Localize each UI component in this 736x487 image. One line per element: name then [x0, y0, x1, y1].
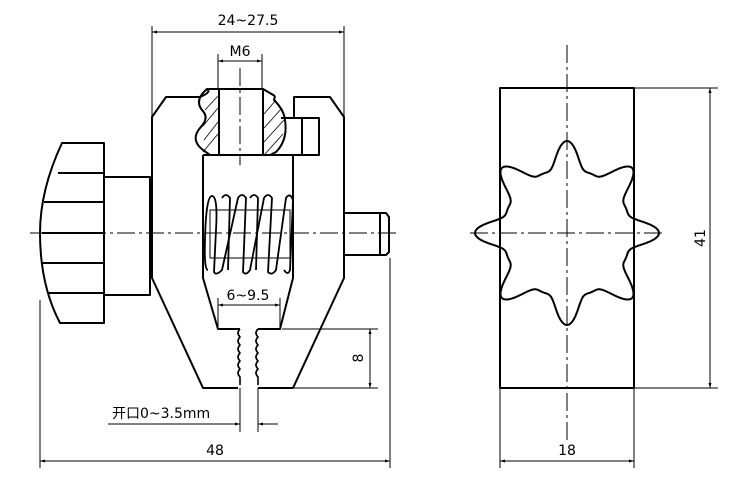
side-view: 41 18	[470, 45, 718, 468]
dim-jaw-width: 6~9.5	[227, 288, 270, 304]
knob-shaft	[104, 176, 151, 296]
dim-total-length: 48	[206, 443, 224, 459]
front-view: 24~27.5 M6 6~9.5 8 开口0~3.5mm 48	[30, 13, 400, 468]
dim-thread: M6	[230, 44, 251, 60]
bolt-end	[344, 212, 390, 256]
dim-width: 18	[558, 443, 576, 459]
dim-jaw-depth: 8	[351, 354, 367, 363]
nut-hatching	[202, 95, 285, 155]
jaw-teeth	[237, 328, 259, 385]
clamp-body-outline	[151, 88, 345, 389]
spring	[203, 194, 294, 275]
dim-height: 41	[693, 229, 709, 247]
nut-section	[194, 88, 287, 156]
dim-opening: 开口0~3.5mm	[112, 406, 210, 422]
dim-outer-width: 24~27.5	[218, 13, 279, 29]
clamp-block	[281, 117, 320, 156]
